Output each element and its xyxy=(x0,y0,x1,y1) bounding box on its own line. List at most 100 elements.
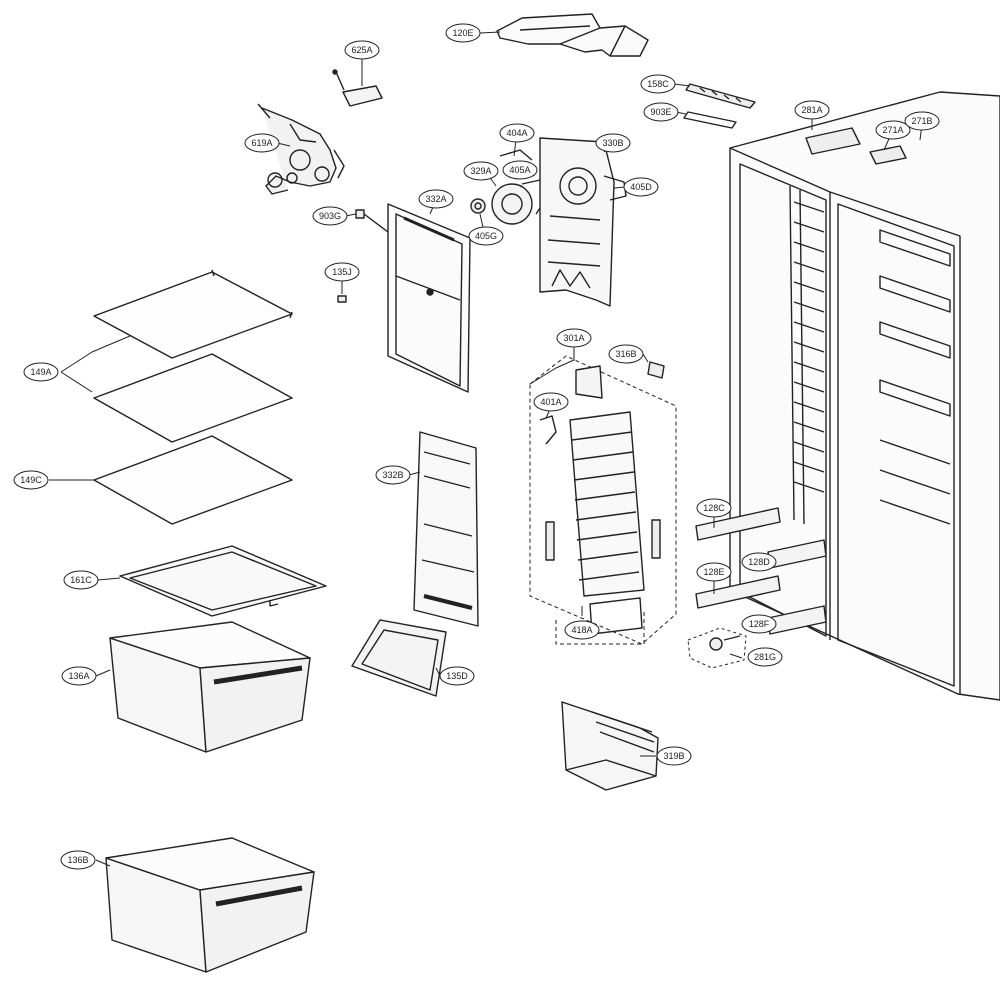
callout-bubble xyxy=(312,206,348,226)
callout-271a: 271A xyxy=(875,120,911,140)
callout-bubble xyxy=(375,465,411,485)
callout-bubble xyxy=(904,111,940,131)
part-281a-cabinet xyxy=(729,91,1000,701)
callout-128c: 128C xyxy=(696,498,732,518)
callout-bubble xyxy=(556,328,592,348)
callout-bubble xyxy=(463,161,499,181)
callout-bubble xyxy=(696,562,732,582)
shelf-149c xyxy=(93,435,293,525)
callout-bubble xyxy=(468,226,504,246)
callout-label: 404A xyxy=(506,128,527,138)
callout-label: 149C xyxy=(20,475,42,485)
callout-bubble xyxy=(13,470,49,490)
part-158c-strip xyxy=(685,83,756,109)
callout-bubble xyxy=(656,746,692,766)
callout-135j: 135J xyxy=(324,262,360,282)
callout-161c: 161C xyxy=(63,570,99,590)
callout-label: 401A xyxy=(540,397,561,407)
callout-bubble xyxy=(439,666,475,686)
callout-418a: 418A xyxy=(564,620,600,640)
callout-label: 281A xyxy=(801,105,822,115)
callout-128e: 128E xyxy=(696,562,732,582)
part-903g xyxy=(355,209,389,233)
callout-label: 330B xyxy=(602,138,623,148)
callout-bubble xyxy=(643,102,679,122)
callout-label: 135J xyxy=(332,267,352,277)
callout-329a: 329A xyxy=(463,161,499,181)
callout-135d: 135D xyxy=(439,666,475,686)
part-128c-rail xyxy=(695,507,781,541)
callout-404a: 404A xyxy=(499,123,535,143)
part-619a-valve xyxy=(257,103,345,195)
callout-bubble xyxy=(794,100,830,120)
callout-319b: 319B xyxy=(656,746,692,766)
callout-149a: 149A xyxy=(23,362,59,382)
callout-281a: 281A xyxy=(794,100,830,120)
callout-bubble xyxy=(623,177,659,197)
callout-bubble xyxy=(60,850,96,870)
callout-label: 128E xyxy=(703,567,724,577)
callout-405g: 405G xyxy=(468,226,504,246)
part-903e-pad xyxy=(683,111,737,129)
part-332b-cover xyxy=(413,431,479,627)
callout-bubble xyxy=(533,392,569,412)
callout-330b: 330B xyxy=(595,133,631,153)
callout-401a: 401A xyxy=(533,392,569,412)
callout-271b: 271B xyxy=(904,111,940,131)
callout-128f: 128F xyxy=(741,614,777,634)
callout-label: 135D xyxy=(446,671,468,681)
part-136a-drawer xyxy=(109,621,311,753)
callout-bubble xyxy=(445,23,481,43)
callout-label: 271A xyxy=(882,125,903,135)
callout-label: 161C xyxy=(70,575,92,585)
callout-label: 332A xyxy=(425,194,446,204)
callout-label: 405D xyxy=(630,182,652,192)
callout-bubble xyxy=(244,133,280,153)
callout-label: 405A xyxy=(509,165,530,175)
callout-label: 281G xyxy=(754,652,776,662)
leader-lines xyxy=(49,31,923,867)
part-128e-rail xyxy=(695,575,781,609)
part-301a-evaporator-group xyxy=(529,355,677,645)
callout-405d: 405D xyxy=(623,177,659,197)
callout-bubble xyxy=(747,647,783,667)
callout-label: 128C xyxy=(703,503,725,513)
callout-label: 128F xyxy=(749,619,770,629)
callout-128d: 128D xyxy=(741,552,777,572)
callout-301a: 301A xyxy=(556,328,592,348)
callout-label: 619A xyxy=(251,138,272,148)
callout-136b: 136B xyxy=(60,850,96,870)
part-404a-fan-group xyxy=(470,149,549,225)
callout-label: 903G xyxy=(319,211,341,221)
part-319b xyxy=(561,701,659,791)
callout-903g: 903G xyxy=(312,206,348,226)
callout-label: 301A xyxy=(563,333,584,343)
callout-label: 329A xyxy=(470,166,491,176)
callout-619a: 619A xyxy=(244,133,280,153)
part-316b xyxy=(647,361,665,379)
callout-label: 136A xyxy=(68,671,89,681)
callout-bubble xyxy=(608,344,644,364)
callout-bubble xyxy=(741,614,777,634)
callout-bubble xyxy=(344,40,380,60)
callout-bubble xyxy=(324,262,360,282)
callout-120e: 120E xyxy=(445,23,481,43)
callout-label: 316B xyxy=(615,349,636,359)
callout-332b: 332B xyxy=(375,465,411,485)
callout-label: 319B xyxy=(663,751,684,761)
callout-bubble xyxy=(63,570,99,590)
callout-label: 128D xyxy=(748,557,770,567)
part-135j xyxy=(337,295,347,303)
callout-label: 158C xyxy=(647,79,669,89)
callout-label: 120E xyxy=(452,28,473,38)
callout-bubble xyxy=(696,498,732,518)
callout-136a: 136A xyxy=(61,666,97,686)
callout-405a: 405A xyxy=(502,160,538,180)
callout-158c: 158C xyxy=(640,74,676,94)
part-120e-bracket xyxy=(496,13,649,57)
callout-bubble xyxy=(502,160,538,180)
callout-bubble xyxy=(499,123,535,143)
